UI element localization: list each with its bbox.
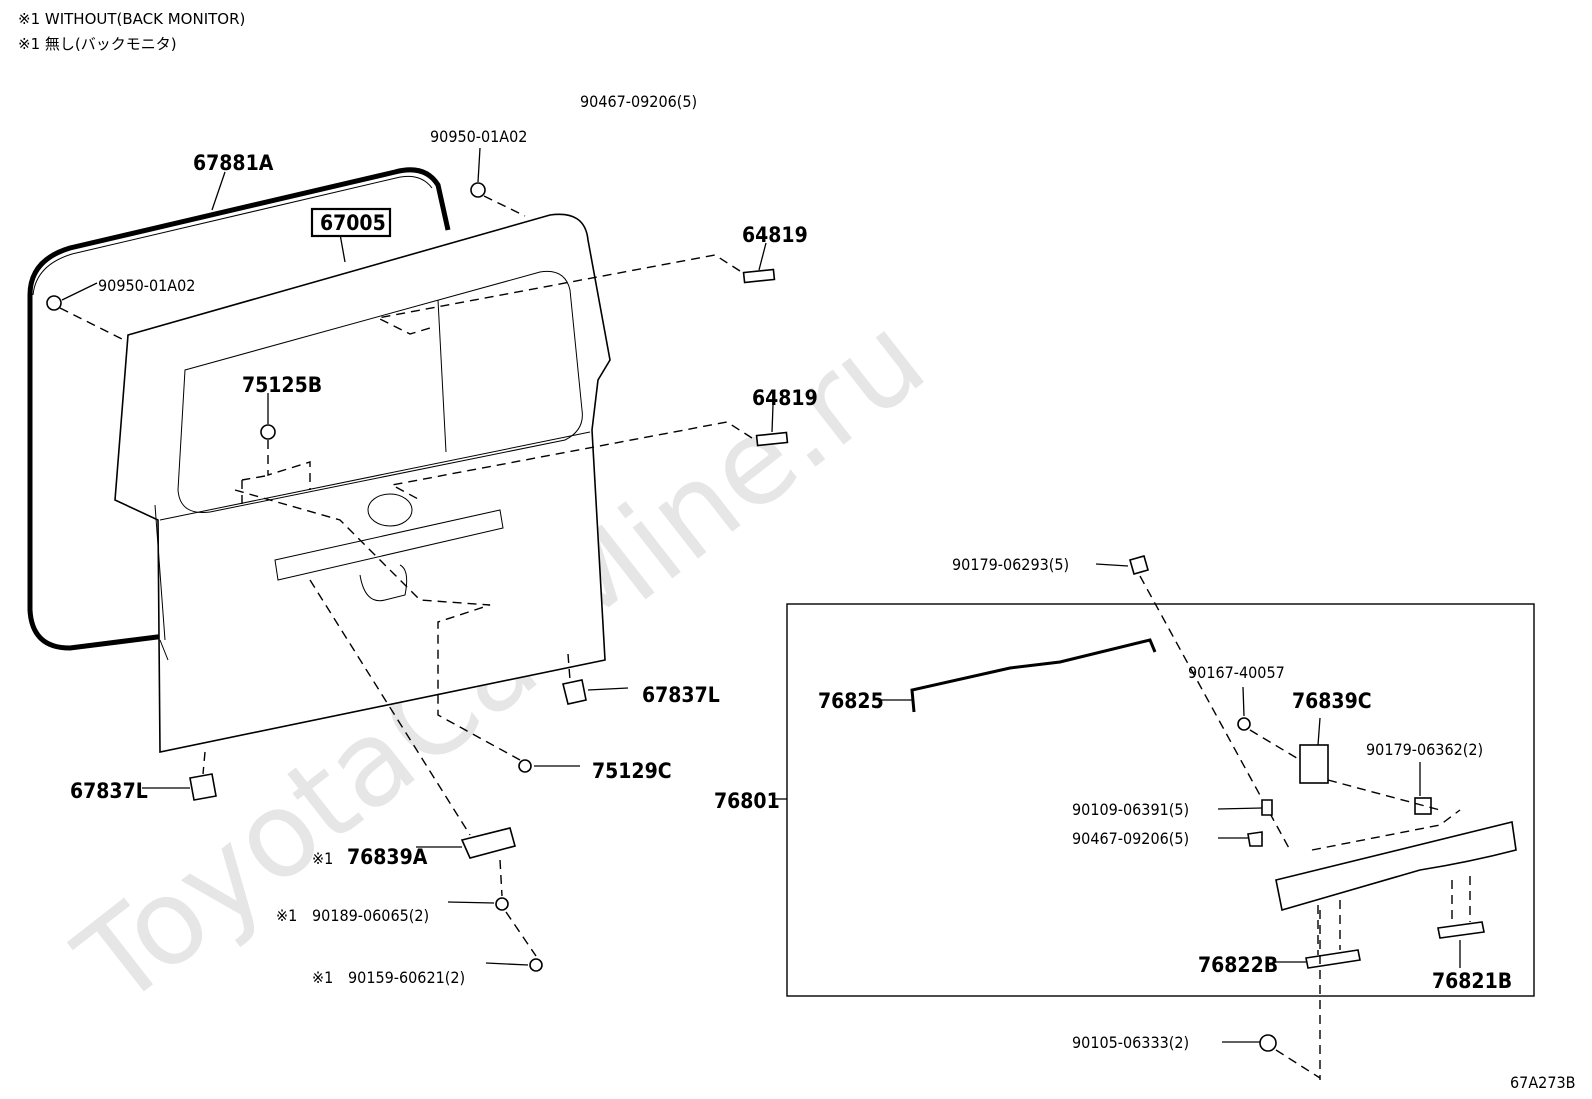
door-divider (437, 299, 447, 453)
leader-90159 (485, 962, 529, 966)
weatherstrip-inner (32, 175, 433, 296)
label-90105: 90105-06333(2) (1072, 1033, 1189, 1052)
leader-67881A (211, 171, 226, 211)
leader-64819-a (758, 242, 767, 271)
door-belt-line (159, 431, 591, 521)
dash-90167 (1249, 729, 1301, 761)
screw-90167 (1237, 717, 1251, 731)
label-90159: 90159-60621(2) (348, 968, 465, 987)
latch-recess (359, 564, 408, 602)
stud-90109 (1261, 799, 1273, 816)
stopper-67837L-left (189, 773, 217, 801)
leader-90109 (1217, 807, 1263, 810)
pad-76822B (1305, 949, 1361, 969)
rod-76825 (910, 638, 1157, 713)
bracket-76839C (1299, 744, 1329, 784)
label-75125B: 75125B (242, 373, 322, 397)
bolt-90159 (529, 958, 543, 972)
leader-90167 (1242, 686, 1245, 717)
leader-67837L-right (587, 687, 629, 691)
label-90179-top: 90179-06293(5) (952, 555, 1069, 574)
marker-90189: ※1 (276, 906, 297, 925)
dash-75129C (234, 489, 521, 761)
bolt-90105 (1259, 1034, 1277, 1052)
emblem-recess (367, 493, 413, 527)
label-90167: 90167-40057 (1188, 663, 1285, 682)
label-76825: 76825 (818, 689, 884, 713)
label-75129C: 75129C (592, 759, 672, 783)
pad-64819-b (755, 431, 789, 447)
label-90950-left: 90950-01A02 (98, 276, 195, 295)
marker-90159: ※1 (312, 968, 333, 987)
subassembly-box-76801 (786, 603, 1535, 997)
dash-67837L-right (567, 653, 571, 681)
label-64819-b: 64819 (752, 386, 818, 410)
leader-67005 (339, 233, 346, 263)
dash-90950-left (59, 307, 129, 343)
dash-67837L-left (202, 751, 206, 775)
dash-64819-a (375, 254, 741, 335)
label-76801: 76801 (714, 789, 780, 813)
label-90467-top: 90467-09206(5) (580, 92, 697, 111)
label-76822B: 76822B (1198, 953, 1278, 977)
weatherstrip-side (27, 295, 166, 651)
plug-75129C (518, 759, 532, 773)
part-box-67005 (310, 207, 392, 238)
leader-90189 (447, 901, 495, 904)
label-67837L-right: 67837L (642, 683, 720, 707)
stopper-67837L-right (562, 679, 587, 705)
dash-64819-b (389, 421, 753, 501)
clip-90179-top (1129, 555, 1149, 575)
pad-76821B (1437, 921, 1485, 939)
dash-75125B (241, 440, 311, 505)
label-76839C: 76839C (1292, 689, 1372, 713)
label-90179-right: 90179-06362(2) (1366, 740, 1483, 759)
clip-90950-top (470, 182, 486, 198)
garnish-mount (274, 509, 504, 581)
marker-76839A: ※1 (312, 849, 333, 868)
footnote-jp: ※1 無し(バックモニタ) (18, 35, 177, 53)
pad-64819-a (742, 268, 776, 284)
label-90189: 90189-06065(2) (312, 906, 429, 925)
dash-90105 (1275, 910, 1321, 1080)
leader-76839C (1317, 717, 1321, 746)
bracket-76839A (460, 827, 516, 859)
label-67005: 67005 (320, 211, 386, 235)
dash-90950-top (483, 195, 526, 217)
dash-76839A (309, 579, 537, 957)
leader-90950-left (61, 282, 98, 301)
label-90109: 90109-06391(5) (1072, 800, 1189, 819)
screw-90189 (495, 897, 509, 911)
back-door-panel-67005 (114, 213, 611, 753)
leader-90950-top (477, 147, 481, 183)
garnish-76801 (1275, 821, 1517, 912)
label-64819-a: 64819 (742, 223, 808, 247)
nut-75125B (260, 424, 276, 440)
leader-64819-b (771, 404, 774, 433)
label-76839A: 76839A (347, 845, 428, 869)
label-90467-mid: 90467-09206(5) (1072, 829, 1189, 848)
label-76821B: 76821B (1432, 969, 1512, 993)
label-90950-top: 90950-01A02 (430, 127, 527, 146)
door-window-opening (177, 270, 583, 514)
clip-90950-left (46, 295, 62, 311)
label-67837L-left: 67837L (70, 779, 148, 803)
leader-90179-top (1095, 563, 1129, 567)
door-edge-detail (154, 504, 169, 661)
footnote-en: ※1 WITHOUT(BACK MONITOR) (18, 10, 246, 28)
weatherstrip-67881A (27, 167, 451, 296)
nut-90467 (1247, 831, 1263, 847)
dash-76839C (1311, 779, 1461, 851)
figure-code: 67A273B (1510, 1073, 1576, 1092)
label-67881A: 67881A (193, 151, 274, 175)
